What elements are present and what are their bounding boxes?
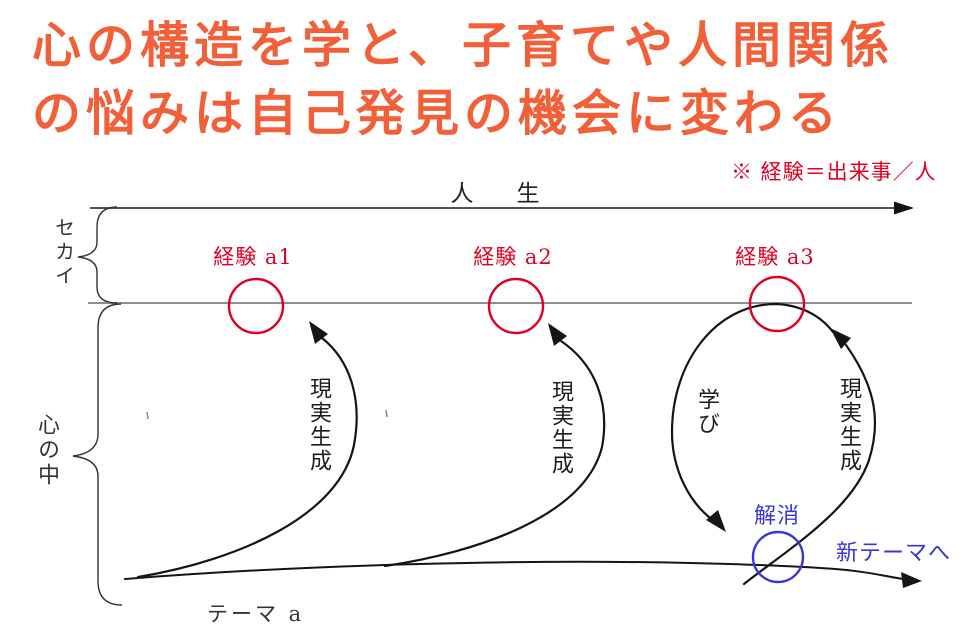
title-line-1: 心の構造を学と、子育てや人間関係: [32, 17, 895, 74]
loop-learning-arc: [670, 302, 835, 523]
loop-learning-arrowhead: [706, 510, 726, 532]
reality-arc-2-arrowhead: [548, 323, 567, 346]
resolution-label: 解消: [753, 504, 801, 529]
new-theme-label: 新テーマへ: [836, 541, 952, 566]
reality-arc-2-label: 現実生成: [548, 380, 573, 476]
stray-mark-2: [385, 409, 388, 418]
loop-learning-label: 学び: [694, 388, 719, 436]
life-timeline-label: 人 生: [450, 181, 550, 207]
loop-reality-arc: [742, 343, 877, 586]
experience-a2-label: 経験 a2: [473, 245, 553, 269]
reality-arc-1-label: 現実生成: [306, 377, 331, 473]
experience-a2-circle: [487, 277, 545, 335]
theme-a-label: テーマ a: [207, 602, 305, 626]
resolution-circle: [751, 530, 805, 584]
experience-a3-circle: [748, 275, 806, 333]
reality-arc-2: [383, 339, 606, 568]
title-line-2: の悩みは自己発見の機会に変わる: [32, 85, 843, 142]
experience-a1-label: 経験 a1: [213, 245, 293, 269]
world-region-label: セカイ: [51, 217, 76, 289]
reality-arc-1: [136, 336, 358, 579]
theme-baseline: [124, 560, 904, 580]
page-title: 心の構造を学と、子育てや人間関係 の悩みは自己発見の機会に変わる: [32, 12, 894, 148]
world-brace: [77, 206, 118, 304]
life-timeline-arrowhead: [894, 201, 914, 215]
stray-mark-1: [146, 411, 149, 420]
new-theme-arrowhead: [901, 572, 922, 588]
loop-reality-label: 現実生成: [836, 377, 861, 473]
loop-reality-arrowhead: [830, 328, 851, 349]
mind-brace: [72, 303, 123, 606]
mind-region-label: 心の中: [34, 413, 59, 488]
reality-arc-1-arrowhead: [309, 321, 328, 344]
experience-a3-label: 経験 a3: [735, 245, 815, 269]
legend-note: ※ 経験＝出来事／人: [731, 160, 937, 184]
experience-a1-circle: [227, 277, 285, 335]
